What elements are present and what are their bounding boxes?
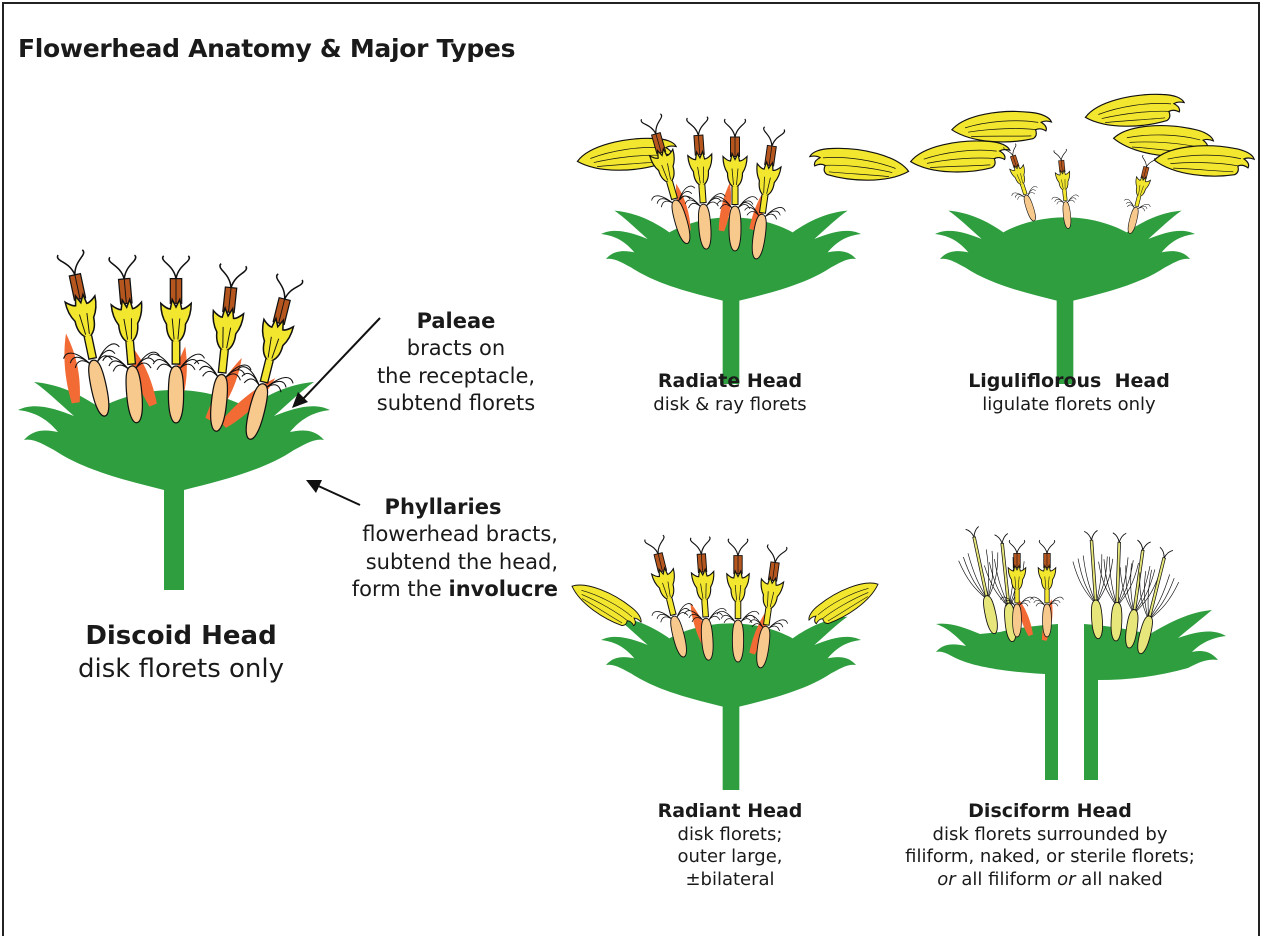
phyllaries-heading: Phyllaries [308, 494, 558, 521]
liguliflorous-illustration [910, 91, 1255, 384]
radiant-line-3: ±bilateral [630, 869, 830, 892]
discoid-illustration [18, 247, 330, 590]
paleae-note: Paleae bracts on the receptacle, subtend… [356, 308, 556, 417]
liguliflorous-description: ligulate florets only [954, 394, 1184, 417]
radiant-illustration [567, 532, 884, 790]
page-title: Flowerhead Anatomy & Major Types [18, 34, 515, 63]
radiate-caption: Radiate Head disk & ray florets [620, 370, 840, 416]
radiant-caption: Radiant Head disk florets; outer large, … [630, 800, 830, 891]
radiant-line-1: disk florets; [630, 824, 830, 847]
disciform-line-3: or all filiform or all naked [880, 869, 1220, 892]
radiant-heading: Radiant Head [630, 800, 830, 824]
phyllaries-line-2: subtend the head, [308, 549, 558, 576]
liguliflorous-caption: Liguliflorous Head ligulate florets only [954, 370, 1184, 416]
discoid-heading: Discoid Head [46, 620, 316, 653]
radiate-heading: Radiate Head [620, 370, 840, 394]
disciform-illustration [936, 524, 1226, 780]
radiate-illustration [576, 110, 911, 384]
radiant-line-2: outer large, [630, 846, 830, 869]
paleae-line-2: the receptacle, [356, 363, 556, 390]
paleae-line-3: subtend florets [356, 390, 556, 417]
paleae-line-1: bracts on [356, 335, 556, 362]
disciform-line-1: disk florets surrounded by [880, 824, 1220, 847]
phyllaries-line-1: flowerhead bracts, [308, 521, 558, 548]
radiate-description: disk & ray florets [620, 394, 840, 417]
discoid-description: disk florets only [46, 653, 316, 686]
involucre-term: involucre [449, 577, 558, 601]
liguliflorous-heading: Liguliflorous Head [954, 370, 1184, 394]
disciform-line-2: filiform, naked, or sterile florets; [880, 846, 1220, 869]
disciform-caption: Disciform Head disk florets surrounded b… [880, 800, 1220, 891]
phyllaries-note: Phyllaries flowerhead bracts, subtend th… [308, 494, 558, 603]
phyllaries-line-3: form the involucre [308, 576, 558, 603]
disciform-heading: Disciform Head [880, 800, 1220, 824]
discoid-caption: Discoid Head disk florets only [46, 620, 316, 685]
paleae-heading: Paleae [356, 308, 556, 335]
